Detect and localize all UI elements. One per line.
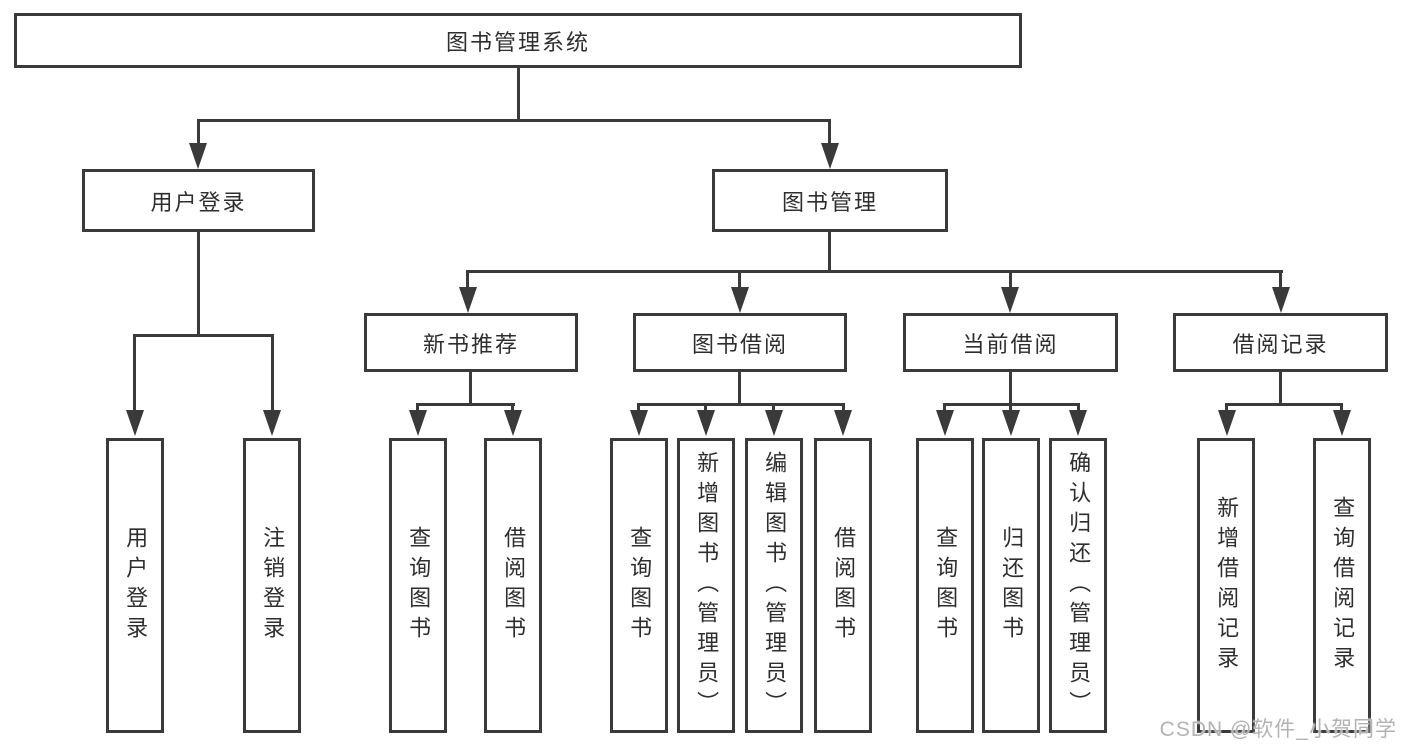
arrow-down-icon <box>1001 287 1019 313</box>
connector-line <box>738 372 741 406</box>
connector-line <box>1009 372 1012 406</box>
connector-line <box>416 403 419 413</box>
node-book-management-branch: 图书管理 <box>712 169 948 232</box>
connector-line <box>772 403 775 413</box>
arrow-down-icon <box>459 287 477 313</box>
connector-line <box>197 232 200 337</box>
connector-line <box>133 334 274 337</box>
arrow-down-icon <box>834 410 852 436</box>
arrow-down-icon <box>504 410 522 436</box>
csdn-watermark: CSDN @软件_小贺同学 <box>1159 718 1397 741</box>
node-book-borrowing: 图书借阅 <box>633 313 847 372</box>
connector-line <box>1009 403 1012 413</box>
arrow-down-icon <box>189 143 207 169</box>
arrow-down-icon <box>697 410 715 436</box>
node-new-book-recommendation: 新书推荐 <box>364 313 578 372</box>
connector-line <box>1225 403 1343 406</box>
leaf-newbooks-query-books: 查询图书 <box>389 438 447 733</box>
connector-line <box>466 270 469 289</box>
connector-line <box>828 119 831 146</box>
connector-line <box>271 334 274 411</box>
leaf-records-query-record: 查询借阅记录 <box>1313 438 1371 733</box>
connector-line <box>1225 403 1228 413</box>
arrow-down-icon <box>821 143 839 169</box>
leaf-current-return-books: 归还图书 <box>982 438 1040 733</box>
connector-line <box>511 403 514 413</box>
leaf-current-confirm-return-admin: 确认归还（管理员） <box>1049 438 1107 733</box>
connector-line <box>828 232 831 273</box>
connector-line <box>842 403 845 413</box>
connector-line <box>637 403 640 413</box>
connector-line <box>637 403 845 406</box>
arrow-down-icon <box>1272 287 1290 313</box>
node-user-login-branch: 用户登录 <box>82 169 315 232</box>
connector-line <box>943 403 946 413</box>
leaf-borrowing-edit-books-admin: 编辑图书（管理员） <box>745 438 803 733</box>
leaf-borrowing-query-books: 查询图书 <box>610 438 668 733</box>
arrow-down-icon <box>409 410 427 436</box>
connector-line <box>704 403 707 413</box>
leaf-records-add-record: 新增借阅记录 <box>1197 438 1255 733</box>
connector-line <box>1009 270 1012 289</box>
arrow-down-icon <box>263 410 281 436</box>
connector-line <box>197 119 200 146</box>
arrow-down-icon <box>1333 410 1351 436</box>
connector-line <box>1279 270 1282 289</box>
connector-line <box>133 334 136 411</box>
connector-line <box>1340 403 1343 413</box>
arrow-down-icon <box>126 410 144 436</box>
node-borrowing-records: 借阅记录 <box>1173 313 1388 372</box>
leaf-current-query-books: 查询图书 <box>916 438 974 733</box>
leaf-logout: 注销登录 <box>243 438 301 733</box>
leaf-borrowing-add-books-admin: 新增图书（管理员） <box>677 438 735 733</box>
node-library-management-system: 图书管理系统 <box>14 13 1022 68</box>
arrow-down-icon <box>630 410 648 436</box>
connector-line <box>738 270 741 289</box>
connector-line <box>1077 403 1080 413</box>
leaf-user-login: 用户登录 <box>106 438 164 733</box>
arrow-down-icon <box>1069 410 1087 436</box>
node-current-borrowing: 当前借阅 <box>903 313 1118 372</box>
connector-line <box>197 119 831 122</box>
leaf-newbooks-borrow-books: 借阅图书 <box>484 438 542 733</box>
arrow-down-icon <box>936 410 954 436</box>
leaf-borrowing-borrow-books: 借阅图书 <box>814 438 872 733</box>
arrow-down-icon <box>731 287 749 313</box>
connector-line <box>469 372 472 406</box>
connector-line <box>466 270 1283 273</box>
connector-line <box>517 68 520 121</box>
connector-line <box>416 403 515 406</box>
arrow-down-icon <box>1218 410 1236 436</box>
connector-line <box>1279 372 1282 406</box>
arrow-down-icon <box>765 410 783 436</box>
arrow-down-icon <box>1002 410 1020 436</box>
